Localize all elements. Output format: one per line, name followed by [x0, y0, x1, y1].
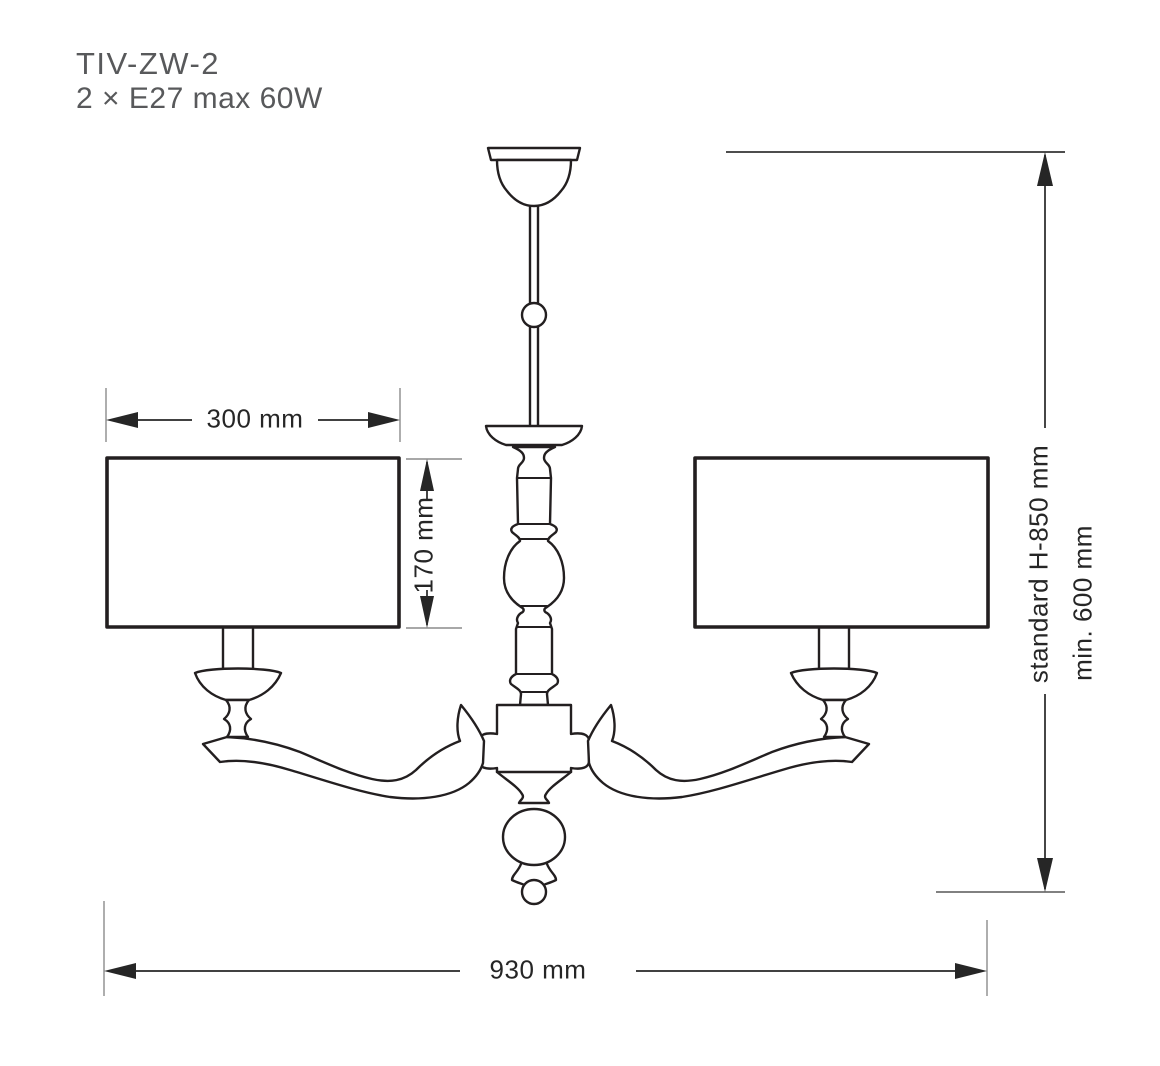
- dim-label-overall-width: 930 mm: [489, 954, 587, 985]
- dim-label-suspension-standard: standard H-850 mm: [1023, 444, 1054, 684]
- arrowhead-right: [368, 412, 400, 428]
- bobeche-cup: [789, 667, 879, 702]
- shade-right: [693, 456, 990, 629]
- baluster-column: [502, 445, 566, 707]
- arrowhead-left: [104, 963, 136, 979]
- arm-right: [586, 627, 879, 800]
- dim-shade-width: [105, 388, 401, 442]
- shade-left: [105, 456, 401, 629]
- dim-label-shade-width: 300 mm: [206, 403, 304, 434]
- finial-ball: [520, 878, 548, 906]
- dim-label-shade-height: 170 mm: [408, 496, 439, 594]
- bobeche-stem: [819, 698, 850, 739]
- block-taper: [495, 770, 573, 805]
- chandelier: [105, 146, 990, 906]
- dim-suspension-height: [1037, 152, 1053, 892]
- arrowhead-left: [106, 412, 138, 428]
- reference-lines: [726, 151, 1065, 893]
- arm-scroll: [586, 703, 871, 800]
- arrowhead-right: [955, 963, 987, 979]
- arrowhead-up: [420, 459, 434, 491]
- bottom-ball: [501, 807, 567, 867]
- arrowhead-down: [420, 596, 434, 628]
- dim-label-suspension-min: min. 600 mm: [1067, 525, 1098, 681]
- baluster-dish: [484, 424, 584, 447]
- dim-overall-width: [103, 901, 988, 996]
- baluster-ring-lines: [515, 477, 553, 693]
- arrowhead-up: [1037, 152, 1053, 186]
- product-model: TIV-ZW-2: [76, 46, 221, 81]
- canopy-dome: [495, 158, 573, 208]
- product-lamping: 2 × E27 max 60W: [76, 82, 323, 115]
- arrowhead-down: [1037, 858, 1053, 892]
- rod-ball: [520, 301, 548, 329]
- arm-left: [193, 627, 486, 800]
- center-body-block: [477, 703, 591, 774]
- dim-shade-height: [406, 458, 462, 629]
- ceiling-plate: [486, 146, 582, 162]
